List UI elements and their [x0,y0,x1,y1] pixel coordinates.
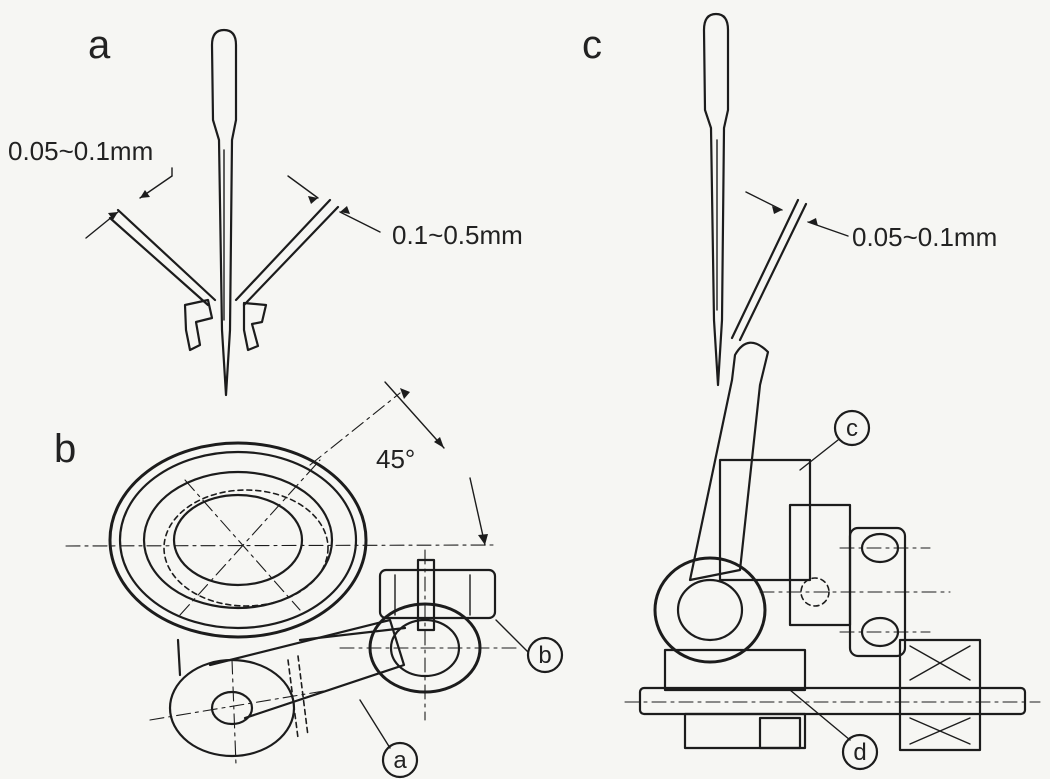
angle-indicator-b: 45° [309,381,488,546]
panel-a-label: a [88,23,111,67]
callout-a: a [359,699,419,779]
dimension-left-a-text: 0.05~0.1mm [8,136,153,166]
panel-c: c 0.05~0.1mm [582,12,997,387]
looper-c-blade [730,198,808,342]
needle-c [702,12,730,387]
shaft-c [624,638,1041,752]
looper-arm-c [653,341,770,664]
dimension-c-text: 0.05~0.1mm [852,222,997,252]
dimension-right-a: 0.1~0.5mm [287,175,523,250]
angle-text-b: 45° [376,444,415,474]
panel-a: a 0.05~0.1mm [8,23,523,397]
looper-arm-b [149,618,407,766]
looper-holder-c: c d [624,341,1041,771]
callout-b: b [495,619,564,674]
needle-a [210,28,238,397]
looper-disc-b [65,441,496,639]
callout-d-text: d [853,739,866,766]
panel-b-label: b [54,427,76,471]
looper-right-a [234,198,340,352]
callout-b-text: b [538,642,551,669]
callout-a-text: a [393,747,407,774]
clamp-hub-b [339,549,521,721]
dimension-left-a: 0.05~0.1mm [8,136,173,239]
panel-c-label: c [582,23,602,67]
housing-block-c [718,458,951,658]
dimension-right-a-text: 0.1~0.5mm [392,220,523,250]
dimension-c: 0.05~0.1mm [745,191,997,252]
callout-d: d [789,689,879,771]
panel-b: b 45° [54,381,564,779]
callout-c: c [799,409,871,471]
callout-c-text: c [846,415,858,442]
looper-left-a [108,208,217,352]
